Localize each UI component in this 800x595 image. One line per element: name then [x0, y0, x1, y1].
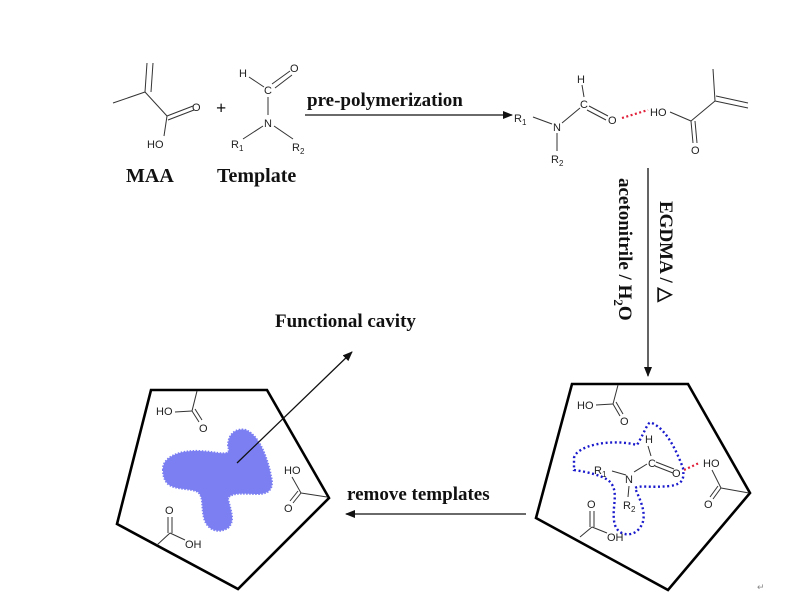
l-o-top: O	[199, 423, 208, 435]
template-h-atom: H	[239, 68, 247, 80]
polymer-frame-right	[534, 382, 752, 592]
imprinted-polymer-cavity: HO O HO O O OH	[115, 388, 331, 591]
l-oh-bottom: OH	[185, 539, 202, 551]
complex-h-atom: H	[577, 74, 585, 86]
complex-ho-atom: HO	[650, 107, 667, 119]
r-c: C	[648, 458, 656, 470]
template-n-atom: N	[264, 118, 272, 130]
hydrogen-bond	[621, 108, 649, 120]
template-r1-atom: R1	[231, 139, 244, 153]
complex-o-atom: O	[608, 115, 617, 127]
maa-label: MAA	[126, 165, 174, 187]
maa-structure: O HO	[112, 62, 201, 151]
l-o-right: O	[284, 503, 293, 515]
r-n: N	[625, 474, 633, 486]
r-o-bottom: O	[587, 499, 596, 511]
r-ho-right: HO	[703, 458, 720, 470]
pre-polymerization-label: pre-polymerization	[307, 90, 463, 111]
paragraph-mark: ↵	[757, 582, 765, 592]
r-h: H	[645, 434, 653, 446]
template-structure: H C O N R1 R2	[231, 63, 305, 156]
complex-n-atom: N	[553, 122, 561, 134]
r-r2: R2	[623, 500, 636, 514]
r-o: O	[672, 468, 681, 480]
polymerization-condition-2: acetonitrile / H2O	[611, 178, 635, 321]
r-hydrogen-bond	[683, 462, 700, 471]
template-o-atom: O	[290, 63, 299, 75]
complex-r1-atom: R1	[514, 113, 527, 127]
r-ho-top: HO	[577, 400, 594, 412]
r-o-top: O	[620, 416, 629, 428]
polymerization-condition-1: EGDMA / △	[655, 201, 676, 304]
r-r1: R1	[594, 465, 607, 479]
functional-cavity-label: Functional cavity	[275, 311, 416, 332]
l-ho-top: HO	[156, 406, 173, 418]
maa-o-atom: O	[192, 102, 201, 114]
complex-r2-atom: R2	[551, 154, 564, 168]
r-o-right: O	[704, 499, 713, 511]
l-ho-right: HO	[284, 465, 301, 477]
complex-c-atom: C	[580, 99, 588, 111]
complex-structure: R1 N C H O HO O R2	[514, 68, 749, 168]
polymer-frame-left	[115, 388, 331, 591]
plus-sign: +	[216, 98, 226, 118]
l-o-bottom: O	[165, 505, 174, 517]
imprinted-polymer-with-template: HO O H C O R1 N R2 HO O O OH	[534, 382, 752, 592]
r-oh-bottom: OH	[607, 532, 624, 544]
template-c-atom: C	[264, 85, 272, 97]
template-label: Template	[217, 165, 296, 187]
complex-o2-atom: O	[691, 145, 700, 157]
remove-templates-label: remove templates	[347, 484, 490, 505]
template-r2-atom: R2	[292, 142, 305, 156]
functional-cavity-pointer	[236, 351, 353, 464]
maa-ho-atom: HO	[147, 139, 164, 151]
